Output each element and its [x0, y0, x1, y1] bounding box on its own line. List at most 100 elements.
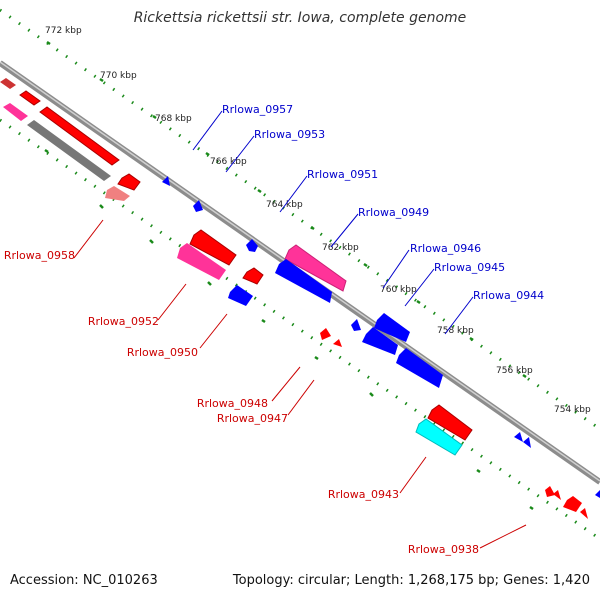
- scale-label: 754 kbp: [554, 405, 591, 415]
- tick-mark: [314, 355, 319, 361]
- gene-arrow[interactable]: [396, 348, 443, 388]
- leader-line: [444, 296, 474, 335]
- inner-tick-ring: [0, 118, 600, 541]
- gene-arrow[interactable]: [162, 176, 170, 186]
- gene-label[interactable]: Rrlowa_0945: [434, 261, 505, 274]
- tick-mark: [529, 505, 534, 511]
- gene-arrow[interactable]: [514, 432, 523, 442]
- scale-label: 764 kbp: [266, 200, 303, 210]
- tick-mark: [149, 239, 154, 244]
- scale-label: 768 kbp: [155, 114, 192, 124]
- gene-arrow[interactable]: [189, 229, 237, 266]
- gene-arrow[interactable]: [351, 319, 361, 331]
- gene-label[interactable]: Rrlowa_0957: [222, 103, 293, 116]
- leader-line: [225, 135, 255, 173]
- gene-label[interactable]: Rrlowa_0947: [217, 412, 288, 425]
- gene-label[interactable]: Rrlowa_0958: [4, 249, 75, 262]
- gene-arrow[interactable]: [333, 339, 342, 347]
- gene-arrow[interactable]: [3, 103, 28, 121]
- gene-arrow[interactable]: [563, 496, 582, 512]
- gene-arrow[interactable]: [595, 490, 600, 498]
- tick-mark: [257, 188, 262, 194]
- forward-label-group: Rrlowa_0957 Rrlowa_0953 Rrlowa_0951 Rrlo…: [222, 103, 544, 302]
- leader-line: [199, 313, 228, 349]
- gene-label[interactable]: Rrlowa_0946: [410, 242, 481, 255]
- tick-mark: [363, 262, 368, 268]
- leader-line: [404, 268, 435, 307]
- scale-label: 766 kbp: [210, 157, 247, 167]
- map-title: Rickettsia rickettsii str. Iowa, complet…: [133, 10, 467, 26]
- gene-label[interactable]: Rrlowa_0938: [408, 543, 479, 556]
- reverse-label-group: Rrlowa_0958 Rrlowa_0952 Rrlowa_0950 Rrlo…: [4, 249, 479, 556]
- tick-mark: [152, 114, 157, 120]
- leader-line: [399, 456, 427, 494]
- gene-arrow[interactable]: [117, 173, 141, 191]
- tick-mark: [44, 148, 49, 154]
- scale-label: 772 kbp: [45, 26, 82, 36]
- gene-arrow[interactable]: [105, 186, 130, 201]
- leader-line: [279, 175, 308, 213]
- leader-line: [157, 283, 187, 321]
- gene-arrow[interactable]: [580, 508, 588, 519]
- tick-mark: [522, 373, 527, 379]
- gene-arrow[interactable]: [27, 120, 111, 181]
- gene-arrow[interactable]: [427, 404, 473, 441]
- gene-arrow[interactable]: [242, 267, 264, 285]
- tick-mark: [46, 40, 51, 46]
- scale-label: 756 kbp: [496, 366, 533, 376]
- gene-arrow[interactable]: [193, 200, 203, 212]
- gene-arrow[interactable]: [320, 328, 331, 340]
- gene-label[interactable]: Rrlowa_0948: [197, 397, 268, 410]
- tick-mark: [469, 336, 474, 342]
- forward-leaders: [192, 110, 474, 335]
- scale-label: 770 kbp: [100, 71, 137, 81]
- gene-arrow[interactable]: [275, 259, 332, 303]
- outer-tick-ring: [0, 8, 600, 431]
- gene-arrow[interactable]: [246, 239, 258, 252]
- scale-labels: 772 kbp 770 kbp 768 kbp 766 kbp 764 kbp …: [45, 26, 591, 415]
- gene-arrow[interactable]: [553, 490, 561, 500]
- gene-arrow[interactable]: [19, 90, 41, 106]
- gene-arrow[interactable]: [415, 418, 463, 456]
- gene-label[interactable]: Rrlowa_0950: [127, 346, 198, 359]
- tick-mark: [310, 225, 315, 231]
- accession-text: Accession: NC_010263: [10, 573, 158, 588]
- gene-label[interactable]: Rrlowa_0951: [307, 168, 378, 181]
- tick-mark: [369, 392, 374, 397]
- leader-line: [192, 110, 223, 151]
- leader-line: [479, 524, 527, 549]
- gene-arrow[interactable]: [523, 437, 531, 448]
- gene-arrow[interactable]: [0, 78, 16, 89]
- tick-mark: [476, 468, 481, 474]
- tick-mark: [99, 204, 104, 209]
- gene-label[interactable]: Rrlowa_0944: [473, 289, 544, 302]
- gene-arrow[interactable]: [374, 313, 410, 342]
- reverse-genes: [0, 78, 588, 519]
- tick-mark: [205, 151, 210, 157]
- outer-major-ticks: [46, 40, 527, 379]
- tick-mark: [207, 281, 212, 286]
- gene-label[interactable]: Rrlowa_0953: [254, 128, 325, 141]
- scale-label: 758 kbp: [437, 326, 474, 336]
- tick-mark: [416, 299, 421, 305]
- gene-arrow[interactable]: [362, 327, 398, 355]
- tick-mark: [99, 77, 104, 83]
- leader-line: [382, 249, 410, 289]
- tick-mark: [261, 318, 266, 324]
- gene-arrow[interactable]: [545, 486, 555, 497]
- leader-line: [287, 379, 315, 416]
- gene-arrow[interactable]: [228, 285, 253, 306]
- leader-line: [271, 366, 301, 402]
- gene-arrow[interactable]: [177, 243, 226, 280]
- leader-line: [73, 219, 104, 259]
- gene-label[interactable]: Rrlowa_0949: [358, 206, 429, 219]
- reverse-leaders: [73, 219, 527, 549]
- leader-line: [330, 213, 359, 248]
- gene-arrow[interactable]: [39, 106, 120, 166]
- gene-label[interactable]: Rrlowa_0943: [328, 488, 399, 501]
- scale-label: 760 kbp: [380, 285, 417, 295]
- gene-arrow[interactable]: [284, 244, 347, 292]
- genome-summary: Topology: circular; Length: 1,268,175 bp…: [232, 573, 590, 588]
- gene-label[interactable]: Rrlowa_0952: [88, 315, 159, 328]
